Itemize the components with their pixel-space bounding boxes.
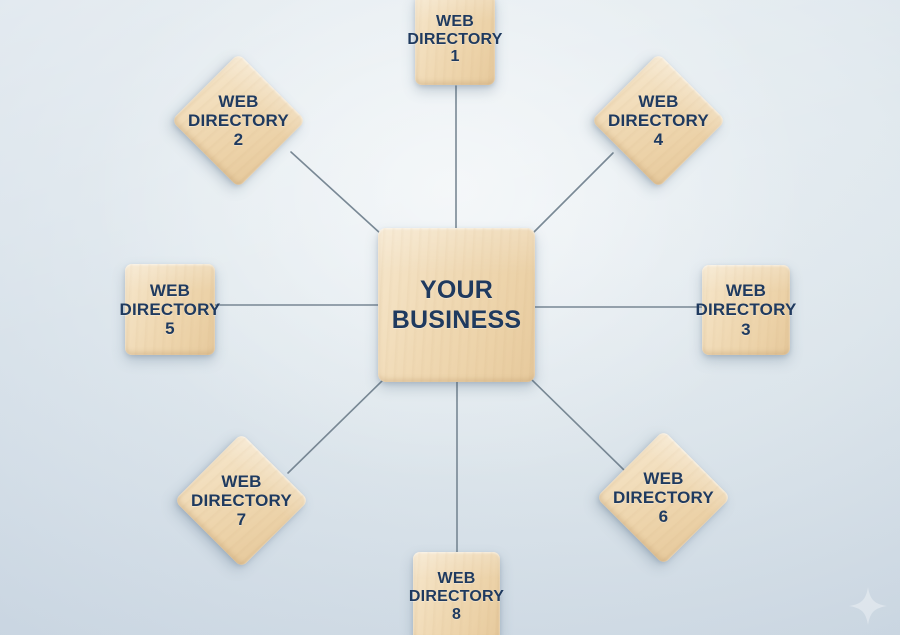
block-7-line-2: DIRECTORY <box>191 490 292 510</box>
block-8-line-1: WEB <box>437 570 476 588</box>
block-4-line-3: 4 <box>653 130 664 150</box>
block-6-line-2: DIRECTORY <box>613 487 714 507</box>
block-5-line-1: WEB <box>149 280 191 300</box>
block-1-line-1: WEB <box>436 12 474 30</box>
block-5-line-3: 5 <box>165 319 175 339</box>
block-6-line-1: WEB <box>643 468 684 488</box>
block-2-line-2: DIRECTORY <box>188 110 289 130</box>
block-6-line-3: 6 <box>658 507 669 527</box>
block-4-line-2: DIRECTORY <box>608 110 709 130</box>
block-8-line-3: 8 <box>451 605 462 623</box>
center-block-line-1: YOUR <box>419 275 493 304</box>
connector-to-node-7 <box>287 379 384 474</box>
block-3-line-2: DIRECTORY <box>695 300 797 320</box>
connector-to-node-2 <box>290 151 382 235</box>
block-2-line-3: 2 <box>233 130 244 150</box>
block-7-line-3: 7 <box>236 510 247 530</box>
connector-to-node-6 <box>530 378 625 471</box>
connector-to-node-4 <box>531 152 614 235</box>
center-block-line-2: BUSINESS <box>391 306 522 334</box>
block-5-line-2: DIRECTORY <box>119 299 221 319</box>
block-8-line-2: DIRECTORY <box>408 588 505 606</box>
four-point-star-icon <box>849 587 887 625</box>
block-7-line-1: WEB <box>221 471 262 491</box>
block-3-line-1: WEB <box>725 281 767 301</box>
block-3-line-3: 3 <box>741 319 751 339</box>
block-4-line-1: WEB <box>638 91 679 111</box>
block-2-line-1: WEB <box>218 91 259 111</box>
block-1-line-3: 1 <box>450 48 460 66</box>
block-1-line-2: DIRECTORY <box>407 30 503 48</box>
